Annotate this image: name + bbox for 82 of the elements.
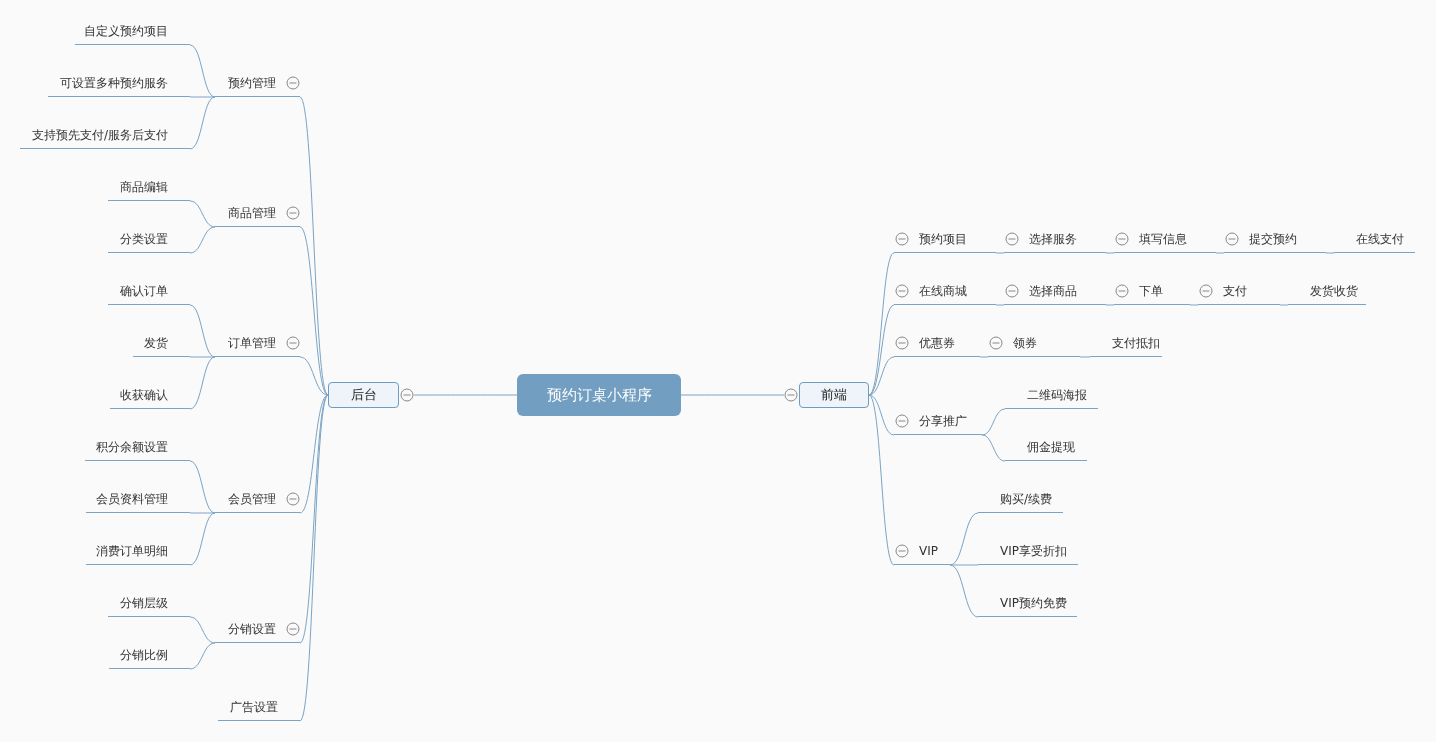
topic-text: 预约管理 <box>228 74 276 92</box>
topic-text: 自定义预约项目 <box>84 22 168 40</box>
topic-text: 提交预约 <box>1249 230 1297 248</box>
connector-line <box>868 356 895 396</box>
topic-text: 发货 <box>144 334 168 352</box>
topic-text: 佣金提现 <box>1027 438 1075 456</box>
connector-line <box>868 394 895 436</box>
connector-line <box>413 394 518 396</box>
connector-line <box>1079 356 1091 358</box>
connector-line <box>189 512 216 514</box>
connector-line <box>189 226 216 254</box>
connector-line <box>1105 252 1115 254</box>
connector-line <box>189 96 216 150</box>
connector-line <box>1279 304 1289 306</box>
central-topic-box <box>517 374 681 416</box>
topic-text: 在线支付 <box>1356 230 1404 248</box>
topic-text: 购买/续费 <box>1000 490 1053 508</box>
connector-line <box>868 252 895 396</box>
connector-line <box>189 304 216 358</box>
connector-line <box>189 356 216 410</box>
connector-line <box>680 394 785 396</box>
topic-text: 确认订单 <box>120 282 168 300</box>
topic-text: 预约项目 <box>919 230 967 248</box>
topic-text: 下单 <box>1139 282 1163 300</box>
connector-line <box>995 252 1005 254</box>
topic-text: 前端 <box>821 386 847 405</box>
connector-line <box>189 356 216 358</box>
topic-text: 分类设置 <box>120 230 168 248</box>
topic-text: 收获确认 <box>120 386 168 404</box>
topic-text: 商品编辑 <box>120 178 168 196</box>
topic-text: 分销比例 <box>120 646 168 664</box>
connector-line <box>868 304 895 396</box>
topic-text: 订单管理 <box>228 334 276 352</box>
topic-text: VIP <box>919 542 938 560</box>
connector-line <box>299 394 329 722</box>
connector-line <box>1105 304 1115 306</box>
topic-text: 商品管理 <box>228 204 276 222</box>
connector-line <box>981 434 1006 462</box>
connector-line <box>868 394 895 566</box>
connector-line <box>1189 304 1199 306</box>
connector-line <box>995 304 1005 306</box>
topic-text: 支付 <box>1223 282 1247 300</box>
connector-line <box>189 44 216 98</box>
topic-text: 选择商品 <box>1029 282 1077 300</box>
topic-text: 发货收货 <box>1310 282 1358 300</box>
connector-line <box>189 460 216 514</box>
topic-text: 优惠券 <box>919 334 955 352</box>
connector-line <box>189 200 216 228</box>
topic-text: 支持预先支付/服务后支付 <box>31 126 168 144</box>
connector-line <box>979 356 989 358</box>
connector-line <box>1325 252 1335 254</box>
topic-text: 分享推广 <box>919 412 967 430</box>
connector-line <box>189 642 216 670</box>
topic-text: VIP享受折扣 <box>1000 542 1067 560</box>
topic-text: 可设置多种预约服务 <box>60 74 168 92</box>
connector-line <box>1215 252 1225 254</box>
connector-line <box>949 564 979 566</box>
topic-text: 积分余额设置 <box>96 438 168 456</box>
topic-text: 领券 <box>1013 334 1037 352</box>
topic-text: 会员资料管理 <box>96 490 168 508</box>
topic-text: 选择服务 <box>1029 230 1077 248</box>
connector-line <box>189 512 216 566</box>
topic-text: 分销层级 <box>120 594 168 612</box>
topic-text: 二维码海报 <box>1027 386 1087 404</box>
topic-text: 后台 <box>350 386 377 405</box>
connector-line <box>299 226 329 396</box>
topic-text: 会员管理 <box>228 490 276 508</box>
topic-text: VIP预约免费 <box>1000 594 1067 612</box>
topic-text: 预约订桌小程序 <box>546 384 652 406</box>
connector-line <box>981 408 1006 436</box>
topic-text: 在线商城 <box>919 282 967 300</box>
connector-line <box>299 394 329 514</box>
topic-text: 广告设置 <box>230 698 278 716</box>
topic-text: 分销设置 <box>228 620 276 638</box>
connector-line <box>189 616 216 644</box>
connector-line <box>299 356 329 396</box>
connector-line <box>189 96 216 98</box>
topic-text: 支付抵扣 <box>1112 334 1160 352</box>
topic-text: 填写信息 <box>1139 230 1187 248</box>
connector-line <box>299 394 329 644</box>
topic-text: 消费订单明细 <box>96 542 168 560</box>
connector-line <box>949 564 979 618</box>
